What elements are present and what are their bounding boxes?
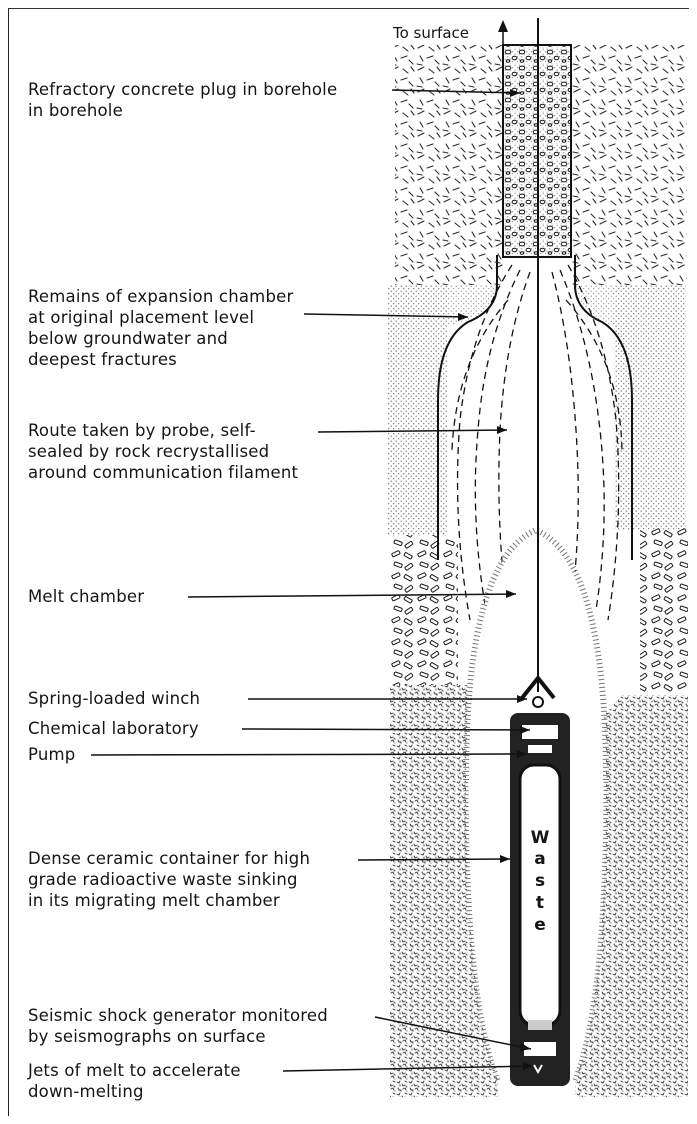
waste-letter-t: t [530, 893, 550, 913]
chemical-laboratory-label: Chemical laboratory [28, 718, 199, 739]
waste-letter-a: a [530, 849, 550, 869]
waste-letter-w: W [530, 828, 550, 848]
melt-chamber-label: Melt chamber [28, 586, 144, 607]
pump-label: Pump [28, 744, 75, 765]
to-surface-arrow [498, 20, 508, 48]
to-surface-label: To surface [393, 24, 469, 42]
container-label: Dense ceramic container for high grade r… [28, 848, 310, 911]
plug-label: Refractory concrete plug in borehole in … [28, 79, 337, 121]
expansion-chamber-label: Remains of expansion chamber at original… [28, 286, 293, 370]
seismic-label: Seismic shock generator monitored by sei… [28, 1005, 328, 1047]
waste-letter-e: e [530, 915, 550, 935]
waste-letter-s: s [530, 871, 550, 891]
route-label: Route taken by probe, self- sealed by ro… [28, 420, 298, 483]
winch-label: Spring-loaded winch [28, 688, 200, 709]
jets-label: Jets of melt to accelerate down-melting [28, 1060, 241, 1102]
